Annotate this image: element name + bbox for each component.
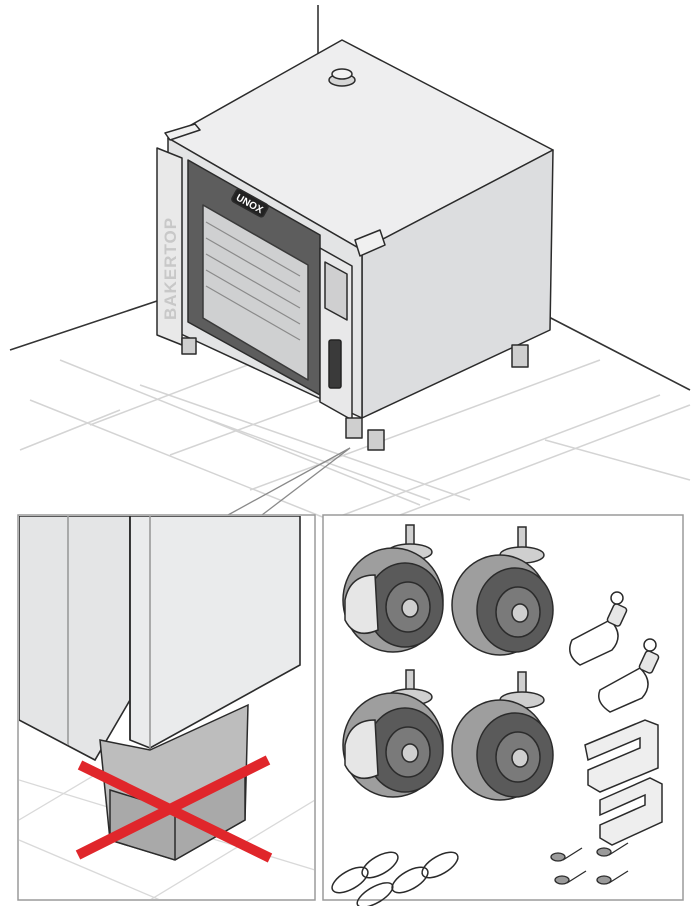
- caster-wheel-icon: [451, 526, 554, 656]
- oven-corner-closeup: [19, 516, 301, 762]
- caster-wheel-with-brake-icon: [342, 524, 444, 653]
- oven-feet: [181, 337, 529, 451]
- bracket-icon: [584, 719, 663, 846]
- prohibited-cross-icon: [75, 755, 273, 863]
- screw-icon: [550, 842, 629, 885]
- caster-wheel-with-brake-icon: [342, 669, 444, 798]
- callout-lines: [227, 447, 351, 516]
- foot-detail-panel: [17, 514, 316, 901]
- chain-icon: [331, 851, 459, 906]
- brand-text: BAKERTOP: [161, 217, 180, 320]
- accessories-panel: [322, 514, 684, 906]
- oven-icon: [156, 39, 554, 451]
- shackle-icon: [598, 638, 660, 713]
- caster-wheel-icon: [451, 671, 554, 801]
- shackle-icon: [569, 591, 628, 666]
